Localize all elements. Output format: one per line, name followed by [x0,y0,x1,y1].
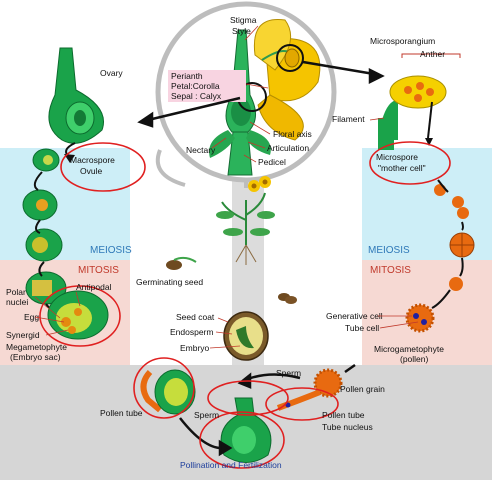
polar-label: Polar [6,287,26,297]
generative-cell-label: Generative cell [326,311,383,321]
meiosis-left-label: MEIOSIS [90,245,132,256]
articulation-label: Articulation [267,143,309,153]
microspore-development [405,184,475,333]
mature-plant-illustration [216,176,275,265]
microsporangium-label: Microsporangium [370,36,435,46]
tube-nucleus-label: Tube nucleus [322,422,373,432]
germinating-seed-illustration [166,256,197,270]
megagametophyte-label: Megametophyte [6,342,67,352]
seed-coat-label: Seed coat [176,312,215,322]
pollination-illustration [140,368,343,463]
ovary-label: Ovary [100,68,123,78]
magnifier-arrows [137,60,385,128]
petal-label: Petal:Corolla [171,81,220,91]
seed-section-illustration [223,311,269,361]
endosperm-label: Endosperm [170,327,213,337]
pollination-title: Pollination and Fertilization [180,460,282,470]
anther-label: Anther [420,49,445,59]
microspore-label: Microspore [376,152,418,162]
filament-label: Filament [332,114,365,124]
pollen-paren-label: (pollen) [400,354,429,364]
ovary-illustration [48,47,104,144]
egg-label: Egg [24,312,39,322]
embryo-label: Embryo [180,343,210,353]
pollen-grain-label: Pollen grain [340,384,385,394]
perianth-label-box [168,70,246,102]
nectary-label: Nectary [186,145,216,155]
leader-lines [34,25,419,349]
stigma-label: Stigma [230,15,257,25]
mitosis-right-label: MITOSIS [370,265,411,276]
nuclei-label: nuclei [6,297,28,307]
synergid-label: Synergid [6,330,40,340]
microgametophyte-label: Microgametophyte [374,344,444,354]
pollen-tube-left-label: Pollen tube [100,408,143,418]
embryo-sac-illustration [47,290,109,340]
perianth-label: Perianth [171,71,203,81]
tube-cell-label: Tube cell [345,323,379,333]
macrospore-label: Macrospore [70,155,115,165]
mother-cell-label: "mother cell" [378,163,426,173]
mitosis-left-label: MITOSIS [78,265,119,276]
ovule-label: Ovule [80,166,102,176]
style-label: Style [232,26,251,36]
meiosis-right-label: MEIOSIS [368,245,410,256]
pedicel-label: Pedicel [258,157,286,167]
embryo-sac-label: (Embryo sac) [10,352,61,362]
floral-axis-label: Floral axis [273,129,312,139]
megaspore-development [22,148,67,305]
germinating-seed-label: Germinating seed [136,277,203,287]
sepal-label: Sepal : Calyx [171,91,222,101]
antipodal-label: Antipodal [76,282,112,292]
sperm-top-label: Sperm [276,368,301,378]
anther-illustration [378,53,461,150]
sperm-bottom-label: Sperm [194,410,219,420]
highlight-circles [39,141,451,469]
left-meiosis-band [0,148,130,260]
pollen-tube-right-label: Pollen tube [322,410,365,420]
